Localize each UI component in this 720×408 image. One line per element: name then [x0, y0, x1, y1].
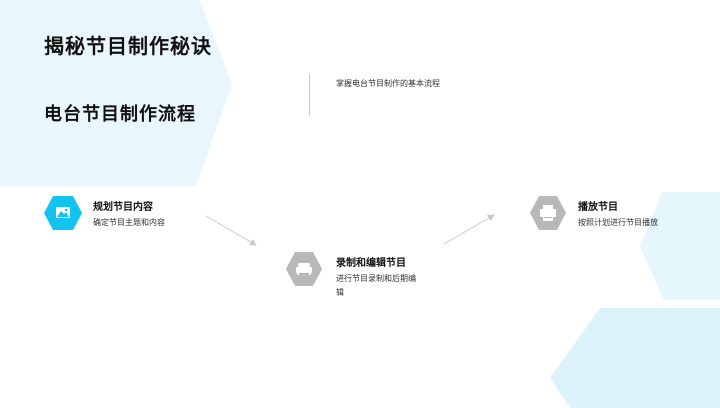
step-broadcast: 播放节目 按照计划进行节目播放 — [530, 196, 670, 246]
step-2-title: 录制和编辑节目 — [336, 258, 406, 269]
step-record-edit: 录制和编辑节目 进行节目录制和后期编辑 — [286, 252, 436, 302]
arrow-step2-to-step3 — [443, 214, 495, 245]
page-title: 揭秘节目制作秘诀 — [44, 34, 212, 58]
sofa-icon — [296, 263, 312, 275]
intro-text: 掌握电台节目制作的基本流程 — [336, 79, 440, 88]
printer-icon — [540, 205, 556, 221]
step-3-description: 按照计划进行节目播放 — [578, 218, 658, 227]
step-1-description: 确定节目主题和内容 — [93, 218, 165, 227]
step-2-description: 进行节目录制和后期编辑 — [336, 274, 416, 297]
background-hexagon-top-left — [0, 0, 232, 186]
step-1-hexagon — [44, 196, 82, 230]
arrow-step1-to-step2 — [205, 215, 257, 246]
step-3-title: 播放节目 — [578, 202, 618, 213]
step-2-hexagon — [286, 252, 322, 286]
background-hexagon-bottom-right — [550, 308, 720, 408]
vertical-divider — [309, 74, 310, 116]
step-plan-content: 规划节目内容 确定节目主题和内容 — [44, 196, 204, 236]
section-title: 电台节目制作流程 — [44, 104, 196, 125]
step-1-title: 规划节目内容 — [93, 202, 153, 213]
background-hexagon-right — [640, 192, 720, 300]
step-3-hexagon — [530, 196, 566, 230]
image-icon — [56, 207, 70, 218]
